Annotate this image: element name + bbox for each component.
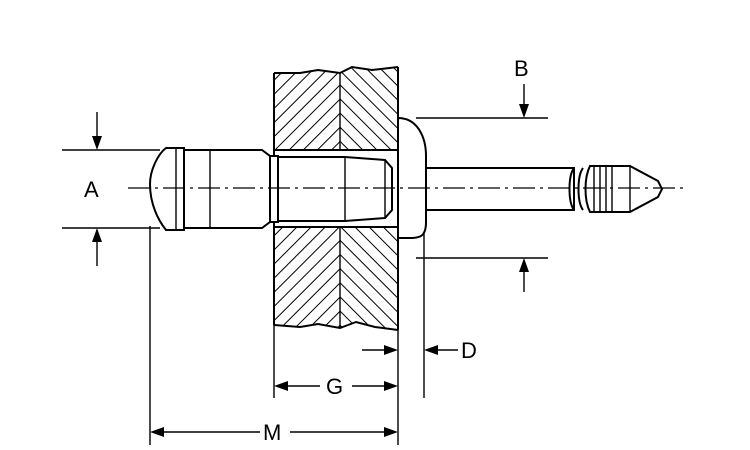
- label-a: A: [84, 177, 99, 202]
- rivet-shank: [148, 147, 279, 231]
- dimension-a: A: [62, 112, 160, 266]
- label-m: M: [263, 420, 281, 445]
- dimension-b: B: [416, 56, 548, 292]
- dimension-g: G: [273, 320, 399, 445]
- rivet-body: [277, 156, 393, 222]
- dimension-d: D: [362, 232, 477, 398]
- label-g: G: [326, 374, 343, 399]
- rivet-head: [397, 116, 427, 240]
- label-d: D: [461, 338, 477, 363]
- mandrel-stem: [425, 167, 584, 211]
- mandrel-tip: [584, 165, 664, 213]
- dimension-m: M: [149, 226, 398, 445]
- label-b: B: [514, 56, 529, 81]
